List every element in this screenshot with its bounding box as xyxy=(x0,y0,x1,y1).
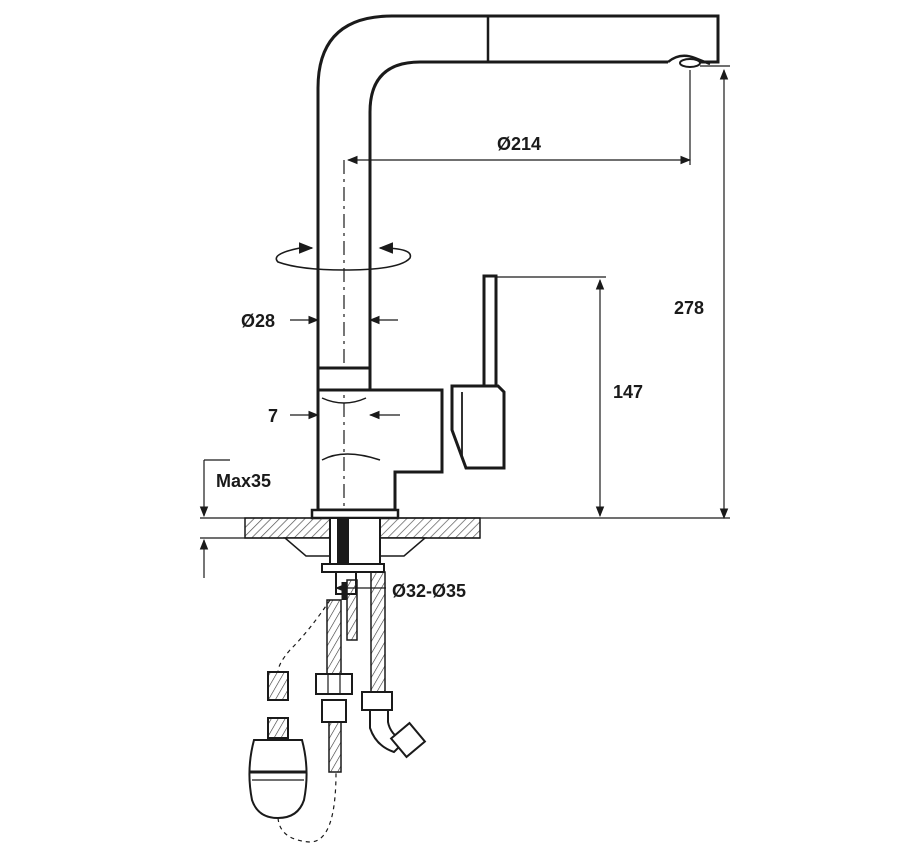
dim-body-offset: 7 xyxy=(268,406,278,426)
dim-spout-reach: Ø214 xyxy=(497,134,541,154)
rotation-indicator xyxy=(275,242,412,271)
faucet-body xyxy=(310,366,444,520)
pullout-hose-path xyxy=(277,599,337,843)
dim-handle-height: 147 xyxy=(613,382,643,402)
dim-column-diameter: Ø28 xyxy=(241,311,275,331)
supply-hoses xyxy=(315,571,427,773)
dim-total-height: 278 xyxy=(674,298,704,318)
dim-max-counter-thickness: Max35 xyxy=(216,471,271,491)
mixer-handle xyxy=(450,274,506,470)
hose-counterweight xyxy=(248,671,308,820)
dim-hole-diameter: Ø32-Ø35 xyxy=(392,581,466,601)
dimension-lines xyxy=(199,65,730,593)
faucet-spout xyxy=(316,14,720,368)
